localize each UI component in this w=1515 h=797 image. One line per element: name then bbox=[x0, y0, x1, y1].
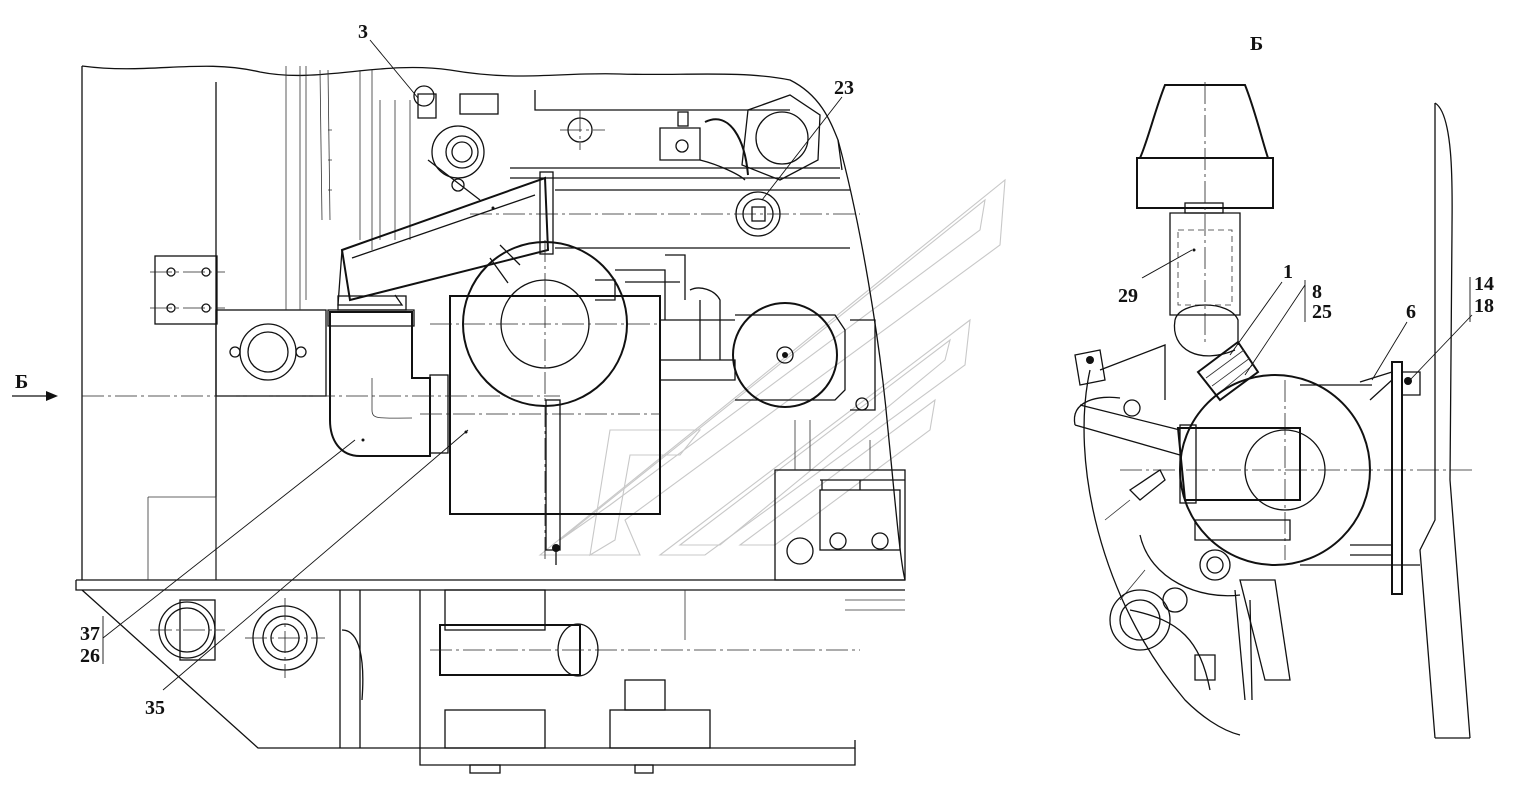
main-view bbox=[75, 65, 906, 774]
watermark-logo bbox=[538, 178, 1006, 557]
callout-6: 6 bbox=[1406, 301, 1416, 323]
detail-view bbox=[1073, 82, 1475, 739]
callout-8: 8 bbox=[1312, 281, 1322, 303]
callout-18: 18 bbox=[1474, 295, 1494, 317]
callout-35: 35 bbox=[145, 697, 165, 719]
callout-3: 3 bbox=[358, 21, 368, 43]
callout-25: 25 bbox=[1312, 301, 1332, 323]
leader-lines bbox=[102, 39, 1473, 691]
callout-37: 37 bbox=[80, 623, 100, 645]
callout-26: 26 bbox=[80, 645, 100, 667]
section-view-arrow bbox=[12, 391, 58, 401]
callout-1: 1 bbox=[1283, 261, 1293, 283]
detail-view-title: Б bbox=[1250, 33, 1263, 55]
section-marker-label: Б bbox=[15, 371, 28, 393]
callout-14: 14 bbox=[1474, 273, 1494, 295]
callout-23: 23 bbox=[834, 77, 854, 99]
callout-29: 29 bbox=[1118, 285, 1138, 307]
